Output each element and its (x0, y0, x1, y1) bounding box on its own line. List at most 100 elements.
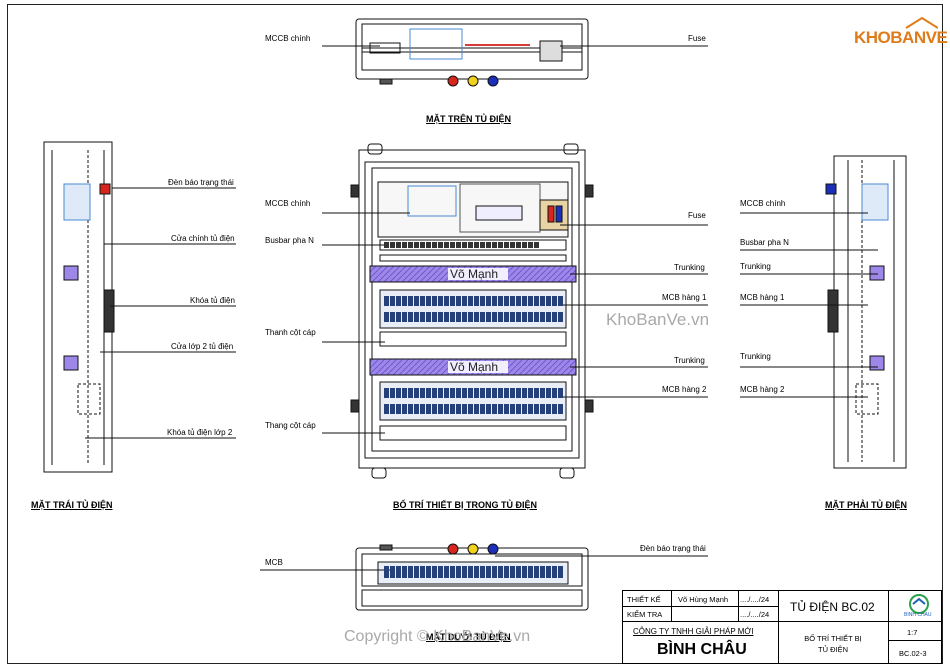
mcb-module (480, 566, 485, 578)
mcb-module (402, 242, 407, 248)
mcb-module (558, 388, 563, 398)
mcb-module (504, 242, 509, 248)
client-logo-text: BINH CHAU (904, 612, 932, 618)
mcb-module (414, 296, 419, 306)
mcb-module (552, 296, 557, 306)
right-label-busbar: Busbar pha N (740, 238, 789, 247)
mcb-module (408, 312, 413, 322)
mcb-module (384, 566, 389, 578)
mcb-module (522, 404, 527, 414)
mcb-module (408, 296, 413, 306)
mcb-module (492, 242, 497, 248)
mcb-module (396, 242, 401, 248)
mcb-module (432, 296, 437, 306)
front-label-fuse: Fuse (688, 211, 706, 220)
mcb-module (534, 404, 539, 414)
mcb-module (456, 296, 461, 306)
title-block: THIẾT KẾ Võ Hùng Mạnh ..../..../24 KIỂM … (622, 590, 942, 664)
mcb-module (528, 388, 533, 398)
mcb-module (438, 296, 443, 306)
mcb-module (504, 388, 509, 398)
mcb-module (402, 404, 407, 414)
mcb-module (480, 242, 485, 248)
mcb-module (498, 242, 503, 248)
left-view (43, 141, 236, 473)
mcb-module (498, 296, 503, 306)
top-view (322, 18, 708, 87)
trunking-banner-2: Võ Mạnh (450, 360, 499, 374)
mcb-module (462, 242, 467, 248)
mcb-module (432, 388, 437, 398)
mcb-module (390, 312, 395, 322)
mcb-module (516, 242, 521, 248)
left-label-indicator: Đèn báo trạng thái (168, 178, 234, 187)
tb-company-line1: CÔNG TY TNHH GIẢI PHÁP MỚI (633, 627, 754, 636)
mcb-module (444, 566, 449, 578)
mcb-module (444, 404, 449, 414)
mcb-module (402, 312, 407, 322)
tb-sheet-code: BC.02-3 (899, 649, 927, 658)
mcb-module (468, 312, 473, 322)
house-roof-icon (905, 16, 939, 29)
mcb-module (456, 566, 461, 578)
tb-scale: 1:7 (907, 628, 918, 637)
mcb-module (534, 242, 539, 248)
mcb-module (462, 296, 467, 306)
right-label-trunking-1: Trunking (740, 262, 771, 271)
right-label-mccb: MCCB chính (740, 199, 786, 208)
mcb-module (402, 388, 407, 398)
bottom-view-title: MẶT DƯỚI TỦ ĐIỆN (426, 632, 511, 642)
mcb-module (390, 242, 395, 248)
mcb-module (450, 296, 455, 306)
mcb-module (420, 296, 425, 306)
mcb-module (414, 312, 419, 322)
mcb-row-1 (384, 296, 563, 322)
mcb-module (456, 242, 461, 248)
mcb-module (384, 296, 389, 306)
mcb-module (534, 312, 539, 322)
mcb-module (438, 242, 443, 248)
mcb-module (504, 566, 509, 578)
front-label-cable-bar: Thanh cột cáp (265, 328, 316, 337)
mcb-module (468, 388, 473, 398)
mcb-module (396, 566, 401, 578)
front-label-trunking-1: Trunking (674, 263, 705, 272)
mcb-module (456, 404, 461, 414)
mcb-module (474, 404, 479, 414)
mcb-module (402, 296, 407, 306)
mcb-module (516, 388, 521, 398)
tb-drawing-name: TỦ ĐIỆN BC.02 (790, 600, 875, 614)
mcb-module (480, 296, 485, 306)
mcb-module (498, 566, 503, 578)
mcb-module (486, 242, 491, 248)
mcb-module (384, 312, 389, 322)
mcb-module (558, 566, 563, 578)
left-label-inner-door: Cửa lớp 2 tủ điện (171, 342, 234, 351)
mcb-module (420, 404, 425, 414)
mcb-module (402, 566, 407, 578)
left-label-main-door: Cửa chính tủ điện (171, 234, 235, 243)
mcb-module (528, 404, 533, 414)
mcb-module (504, 296, 509, 306)
client-logo: BINH CHAU (901, 593, 937, 619)
mcb-module (474, 388, 479, 398)
mcb-module (552, 404, 557, 414)
mcb-module (510, 566, 515, 578)
mcb-module (438, 388, 443, 398)
mcb-module (492, 312, 497, 322)
mcb-module (492, 388, 497, 398)
front-view-title: BỐ TRÍ THIẾT BỊ TRONG TỦ ĐIỆN (393, 500, 537, 510)
mcb-module (414, 242, 419, 248)
mcb-module (462, 566, 467, 578)
mcb-module (516, 566, 521, 578)
mcb-module (432, 242, 437, 248)
mcb-module (516, 296, 521, 306)
mcb-module (492, 296, 497, 306)
bottom-label-indicator: Đèn báo trạng thái (640, 544, 706, 553)
mcb-module (426, 242, 431, 248)
mcb-module (396, 312, 401, 322)
mcb-module (474, 242, 479, 248)
mcb-module (426, 404, 431, 414)
front-label-busbar: Busbar pha N (265, 236, 314, 245)
tb-company-line2: BÌNH CHÂU (657, 641, 747, 658)
